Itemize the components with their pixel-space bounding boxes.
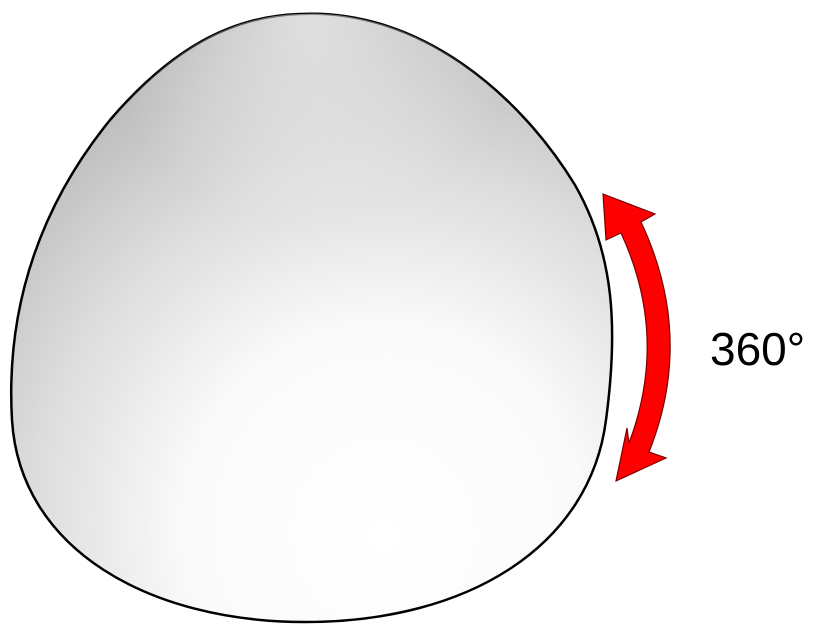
rotation-angle-label: 360° (710, 323, 805, 375)
shape-top-highlight (11, 14, 612, 622)
